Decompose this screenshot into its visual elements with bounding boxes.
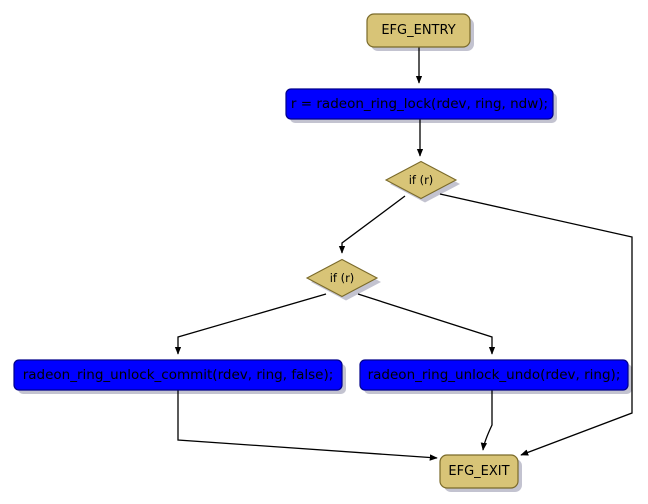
node-lock[interactable] — [285, 88, 554, 120]
edge-if2-to-undo — [357, 293, 496, 355]
node-shapes — [13, 13, 629, 489]
node-exit[interactable] — [439, 454, 519, 489]
edge-group — [174, 47, 633, 461]
edge-if1-to-exit — [439, 193, 633, 456]
edge-if2-to-commit — [174, 293, 327, 355]
edge-if1-to-if2 — [338, 195, 406, 254]
edge-undo-to-exit — [480, 390, 493, 451]
node-commit[interactable] — [13, 359, 343, 391]
node-undo[interactable] — [359, 359, 629, 391]
edge-commit-to-exit — [177, 390, 438, 461]
node-if1[interactable] — [384, 160, 458, 200]
node-entry[interactable] — [366, 13, 471, 48]
node-if2[interactable] — [305, 258, 379, 298]
